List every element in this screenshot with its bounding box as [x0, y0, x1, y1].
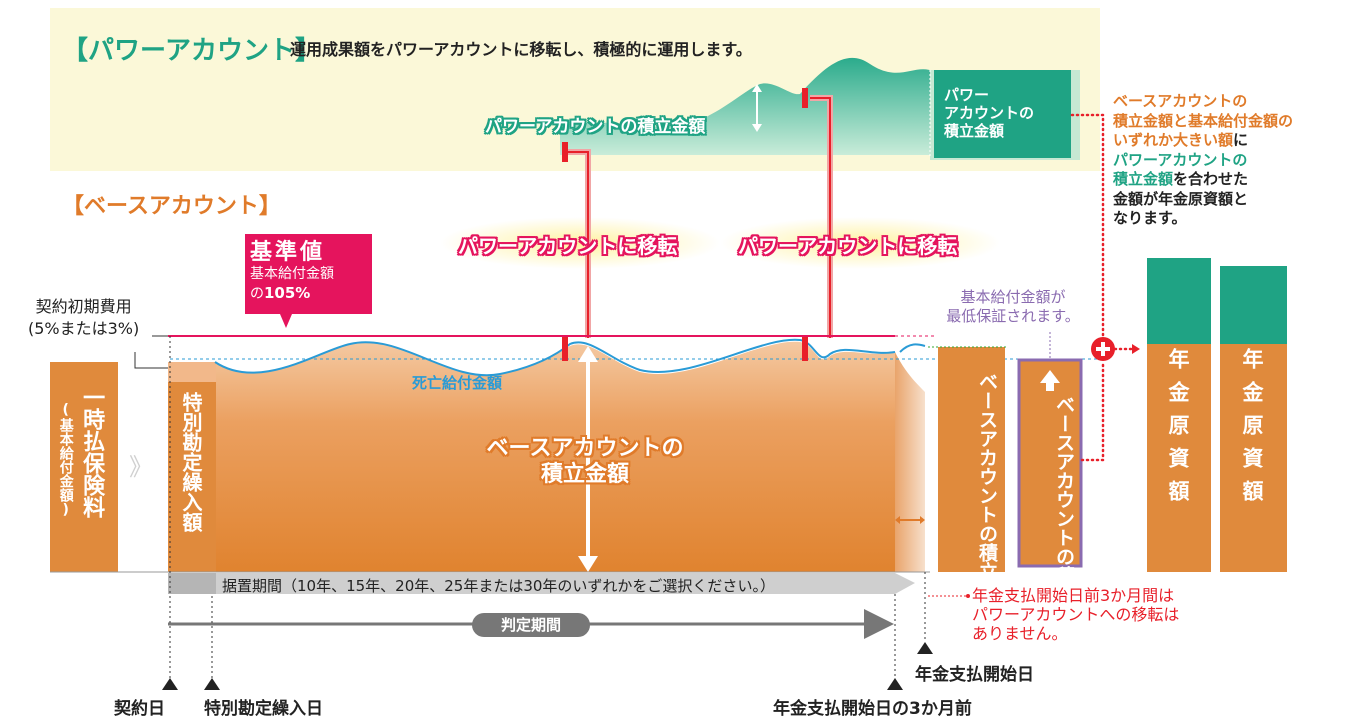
- standard-value-percent: 105%: [264, 283, 311, 302]
- base-box-2: [1017, 358, 1083, 568]
- right-note-line3-black: に: [1233, 131, 1249, 149]
- lump-sum-label: 一時払保険料: [79, 386, 105, 518]
- deferral-period-arrow: [168, 573, 915, 594]
- standard-value-title: 基準値: [250, 240, 326, 265]
- special-date-label: 特別勘定繰入日: [204, 699, 323, 719]
- deferral-period-label: 据置期間（10年、15年、20年、25年または30年のいずれかをご選択ください。…: [222, 577, 775, 595]
- lump-sum-sub-label: (基本給付金額): [57, 402, 74, 518]
- no-transfer-note: 年金支払開始日前3か月間は パワーアカウントへの移転は ありません。: [972, 586, 1180, 644]
- base-account-area: [168, 341, 895, 572]
- power-account-curve: [560, 57, 935, 155]
- transfer-label-1: パワーアカウントに移転: [458, 234, 678, 258]
- pension-bar-2-label: 年金原資額: [1240, 348, 1265, 513]
- initial-cost-label: 契約初期費用 (5%または3%): [28, 297, 140, 338]
- right-note-line5-green: 積立金額: [1113, 170, 1174, 188]
- standard-value-text: 基準値 基本給付金額 の105%: [250, 234, 368, 303]
- base-amount-label: ベースアカウントの 積立金額: [486, 436, 684, 488]
- contract-date-label: 契約日: [114, 699, 165, 719]
- right-note: ベースアカウントの 積立金額と基本給付金額の いずれか大きい額に パワーアカウン…: [1113, 92, 1293, 229]
- power-curve-label: パワーアカウントの積立金額: [485, 117, 706, 137]
- death-benefit-label: 死亡給付金額: [412, 374, 503, 392]
- base-account-heading: 【ベースアカウント】: [62, 194, 281, 219]
- base-box-1: [938, 347, 1005, 572]
- lump-sum-box: [50, 362, 118, 572]
- right-note-line4: パワーアカウントの: [1113, 150, 1248, 169]
- right-note-line6: 金額が年金原資額と: [1113, 189, 1249, 208]
- death-benefit-curve: [214, 338, 896, 377]
- right-note-line1: ベースアカウントの: [1113, 92, 1248, 110]
- svg-text:》: 》: [129, 453, 153, 481]
- right-note-line7: なります。: [1113, 209, 1187, 227]
- base-box-1-label: ベースアカウントの積立金額: [976, 372, 998, 619]
- right-note-line2: 積立金額と基本給付金額の: [1113, 111, 1294, 130]
- pension-bar-1-label: 年金原資額: [1166, 348, 1191, 513]
- standard-value-line1: 基本給付金額: [250, 266, 334, 282]
- base-box-2-label: ベースアカウントの積立金額: [1053, 395, 1075, 642]
- three-months-before-label: 年金支払開始日の3か月前: [773, 699, 972, 719]
- standard-value-callout: [245, 234, 372, 328]
- power-account-description: 運用成果額をパワーアカウントに移転し、積極的に運用します。: [290, 40, 752, 59]
- right-note-line3-orange: いずれか大きい額: [1113, 131, 1234, 149]
- power-box-label: パワー アカウントの 積立金額: [944, 86, 1035, 140]
- transfer-label-2: パワーアカウントに移転: [738, 234, 958, 258]
- pension-bar-2: [1220, 266, 1287, 344]
- power-account-heading: 【パワーアカウント】: [62, 36, 321, 66]
- pension-bar-1: [1147, 258, 1211, 344]
- guarantee-note: 基本給付金額が 最低保証されます。: [946, 288, 1080, 325]
- standard-value-prefix: の: [250, 285, 264, 302]
- right-note-line5-black: を合わせた: [1173, 170, 1249, 188]
- special-account-label: 特別勘定繰入額: [179, 392, 203, 532]
- pension-start-label: 年金支払開始日: [915, 665, 1034, 685]
- judgment-period-label: 判定期間: [472, 613, 590, 637]
